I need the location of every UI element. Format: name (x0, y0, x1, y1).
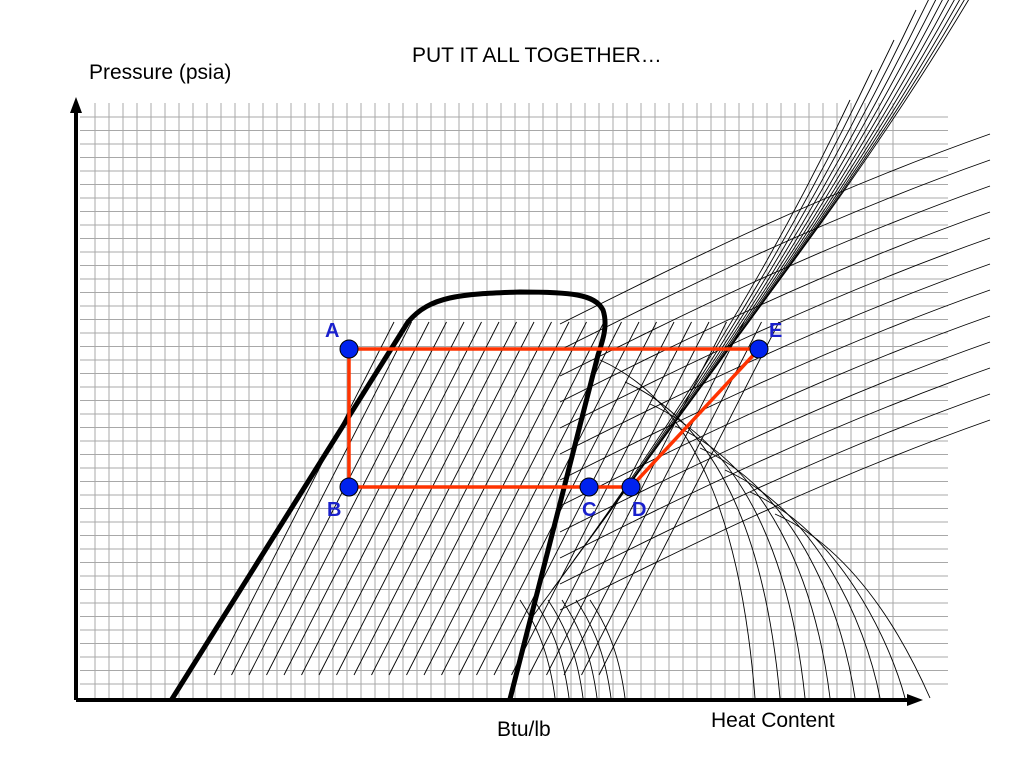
entropy-line (749, 0, 965, 321)
x-axis-arrowhead (907, 694, 923, 706)
volume-line (749, 491, 906, 699)
point-c-marker (579, 477, 599, 497)
quality-line (598, 321, 780, 676)
temperature-line (559, 263, 991, 455)
near-dome-line (561, 599, 598, 699)
temperature-line (559, 367, 991, 559)
volume-line (599, 359, 756, 699)
temperature-line (559, 133, 991, 325)
refrigeration-cycle-path (347, 347, 764, 489)
near-dome-line (589, 599, 626, 699)
quality-line (301, 321, 482, 676)
temperature-line (559, 315, 991, 507)
near-dome-line (533, 599, 570, 699)
near-dome-line (519, 599, 556, 699)
near-dome-line (575, 599, 612, 699)
quality-line (353, 321, 535, 676)
point-a-label: A (325, 320, 339, 342)
quality-line (493, 321, 675, 676)
y-axis-arrowhead (70, 97, 82, 113)
isotherm-lines (213, 321, 780, 676)
axes (70, 97, 923, 706)
point-b-label: B (327, 499, 341, 521)
entropy-line (771, 0, 969, 291)
quality-line (371, 321, 552, 676)
quality-line (458, 321, 640, 676)
near-dome-line (547, 599, 584, 699)
temperature-line (559, 211, 991, 403)
quality-line (476, 321, 657, 676)
quality-line (511, 321, 692, 676)
point-e-label: E (769, 320, 782, 342)
x-axis-unit-label: Btu/lb (497, 718, 551, 741)
point-a-marker (339, 339, 359, 359)
temperature-line (559, 289, 991, 481)
quality-line (563, 321, 745, 676)
quality-line (406, 321, 587, 676)
point-c-label: C (582, 499, 596, 521)
cycle-points: A B C D E (325, 320, 782, 521)
quality-line (213, 321, 395, 676)
point-e-marker (749, 339, 769, 359)
volume-line (724, 469, 881, 699)
quality-line (283, 321, 465, 676)
temperature-line (559, 159, 991, 351)
saturation-curve (169, 289, 608, 702)
page-title: PUT IT ALL TOGETHER… (412, 44, 662, 67)
temperature-line (559, 393, 991, 585)
x-axis-label: Heat Content (711, 709, 835, 732)
volume-line (699, 447, 856, 699)
temperature-line (559, 185, 991, 377)
quality-line (248, 321, 430, 676)
temperature-line (559, 237, 991, 429)
grid-lines (80, 103, 948, 698)
volume-line (674, 425, 831, 699)
entropy-line (595, 9, 917, 531)
volume-line (774, 513, 931, 699)
superheated-vapor-lines (519, 0, 991, 699)
point-d-label: D (632, 499, 646, 521)
quality-line (231, 321, 412, 676)
point-b-marker (339, 477, 359, 497)
quality-line (546, 321, 727, 676)
volume-line (624, 381, 781, 699)
quality-line (318, 321, 500, 676)
quality-line (336, 321, 517, 676)
quality-line (388, 321, 570, 676)
quality-line (423, 321, 605, 676)
quality-line (266, 321, 447, 676)
temperature-line (559, 419, 991, 611)
point-d-marker (621, 477, 641, 497)
entropy-line (727, 0, 961, 351)
y-axis-label: Pressure (psia) (89, 61, 232, 84)
temperature-line (559, 341, 991, 533)
volume-line (649, 403, 806, 699)
